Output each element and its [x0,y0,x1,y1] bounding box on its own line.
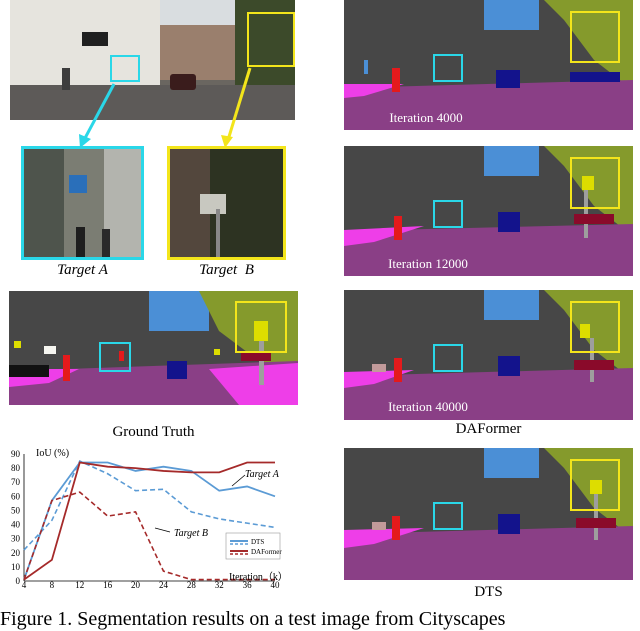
crop-a-person-1 [76,227,85,257]
crop-a-person-2 [102,229,110,257]
legend-daformer: DAFormer [251,548,282,556]
y-axis-label: IoU (%) [36,448,69,459]
x-tick-label: 40 [271,580,281,590]
label-iteration-40000: Iteration 40000 [388,399,468,414]
daformer-iter-12000-map [344,146,633,276]
x-tick-label: 16 [103,580,113,590]
label-daformer: DAFormer [455,421,522,437]
x-tick-label: 32 [215,580,224,590]
figure-caption: Figure 1. Segmentation results on a test… [0,608,506,630]
crop-b-pole [216,209,220,257]
target-b-crop [167,146,286,260]
photo-tree [235,0,295,90]
label-ground-truth: Ground Truth [112,424,195,440]
photo-window [82,32,108,46]
x-tick-label: 36 [243,580,253,590]
x-tick-label: 20 [131,580,141,590]
zoom-arrows [79,67,252,148]
annotation-target-a: Target A [245,469,280,480]
photo-person [62,68,70,90]
ground-truth-map [9,291,298,405]
y-tick-label: 0 [16,576,21,586]
series-line-dts-target-b [23,460,276,551]
y-tick-label: 60 [11,491,21,501]
target-b-marker [247,12,295,67]
photo-road [10,85,295,120]
daformer-iter-4000-map [344,0,633,130]
y-tick-label: 10 [11,562,21,572]
photo-car [170,74,196,90]
x-tick-label: 12 [75,580,84,590]
iou-line-chart: 0 10 20 30 40 50 60 70 80 90 4 8 12 16 20 24 28 32 36 40 Io… [11,448,288,590]
label-iteration-4000: Iteration 4000 [389,110,463,125]
label-target-b: Target B [199,262,254,278]
series-line-daformer-target-a [23,461,275,581]
x-axis-label: Iteration（k） [229,571,288,583]
x-tick-label: 24 [159,580,169,590]
y-tick-label: 90 [11,449,21,459]
target-a-marker [110,55,140,82]
crop-a-bright-wall [104,149,141,257]
source-photo [10,0,295,120]
y-tick-label: 70 [11,477,21,487]
x-tick-label: 8 [50,580,55,590]
y-tick-label: 40 [11,520,21,530]
annotation-a-pointer [231,474,246,487]
annotation-b-pointer [154,527,171,533]
crop-a-sign [69,175,87,193]
y-tick-label: 50 [11,505,21,515]
crop-b-sign [200,194,226,214]
chart-legend: DTS DAFormer [225,532,282,560]
dts-result-map [344,448,633,580]
x-tick-label: 28 [187,580,197,590]
x-tick-label: 4 [22,580,27,590]
label-target-a: Target A [57,262,108,278]
label-dts: DTS [474,584,503,600]
daformer-iter-40000-map [344,290,633,420]
crop-a-wall [24,149,64,257]
target-a-crop [21,146,144,260]
y-tick-label: 30 [11,534,21,544]
series-line-daformer-target-b [23,491,275,581]
label-iteration-12000: Iteration 12000 [388,256,468,271]
y-tick-label: 80 [11,463,21,473]
annotation-target-b: Target B [174,528,208,539]
y-tick-label: 20 [11,548,21,558]
legend-dts: DTS [251,538,264,546]
